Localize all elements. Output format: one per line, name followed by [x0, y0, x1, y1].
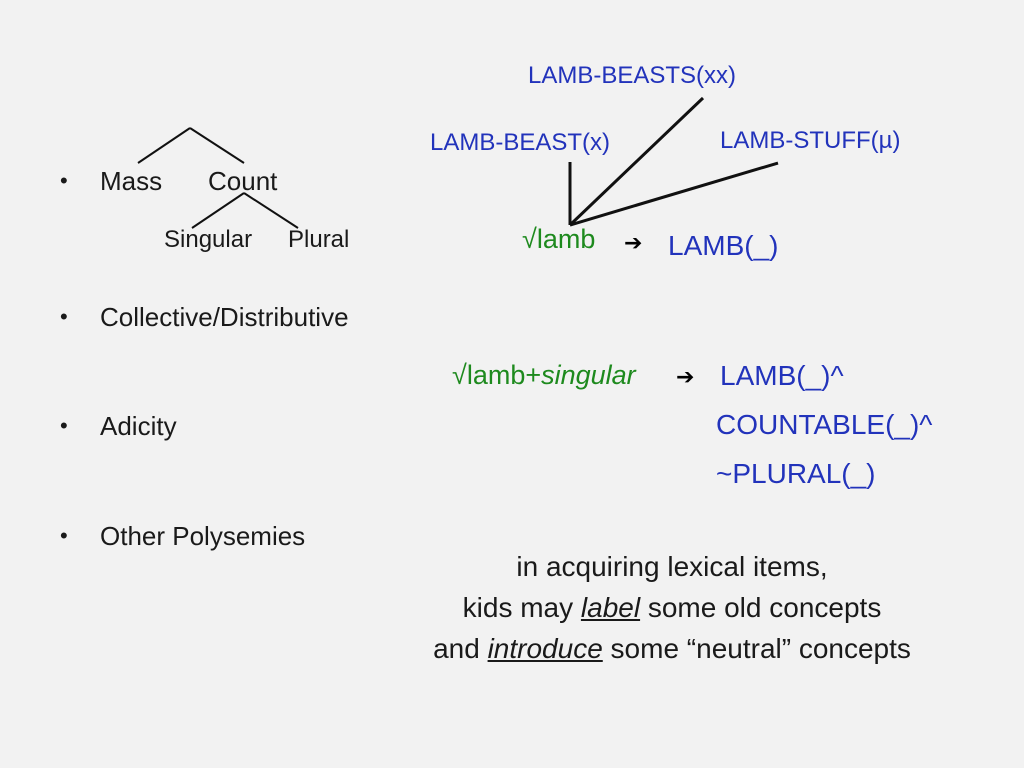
bullet-dot: • [60, 304, 68, 329]
line-to-lamb-stuff [569, 161, 779, 227]
singular-label: Singular [164, 226, 253, 253]
lamb-conjunct-label: LAMB(_)^ [720, 360, 844, 391]
count-label: Count [208, 166, 278, 196]
arrow-right-icon: ➔ [676, 364, 695, 389]
lamb-root-label: √lamb [522, 224, 596, 254]
lamb-result-label: LAMB(_) [668, 230, 779, 261]
note-line-2-c: some old concepts [640, 592, 882, 623]
singular-feature: singular [541, 360, 636, 390]
tree-line-mass [137, 127, 191, 164]
lamb-beasts-label: LAMB-BEASTS(xx) [528, 62, 737, 89]
note-line-3-a: and [433, 633, 488, 664]
lamb-stuff-label: LAMB-STUFF(µ) [720, 127, 901, 154]
note-line-2: kids may label some old concepts [372, 594, 972, 622]
bullet-dot: • [60, 413, 68, 438]
not-plural-conjunct-label: ~PLURAL(_) [716, 458, 876, 489]
tree-line-plural [243, 192, 299, 229]
tree-line-count [189, 127, 245, 164]
plural-label: Plural [288, 226, 350, 253]
bullet-dot: • [60, 168, 68, 193]
other-polysemies-label: Other Polysemies [100, 521, 306, 551]
lamb-singular-root: √lamb+singular [452, 362, 636, 389]
note-line-3: and introduce some “neutral” concepts [372, 635, 972, 663]
adicity-label: Adicity [100, 411, 177, 441]
lamb-beast-label: LAMB-BEAST(x) [430, 129, 611, 156]
tree-line-singular [191, 192, 245, 229]
arrow-right-icon: ➔ [624, 230, 643, 255]
introduce-emphasis: introduce [487, 633, 603, 664]
note-line-3-c: some “neutral” concepts [602, 633, 911, 664]
note-line-1: in acquiring lexical items, [516, 551, 828, 582]
label-emphasis: label [580, 592, 641, 623]
lamb-singular-root-text: √lamb+ [452, 360, 542, 390]
bullet-dot: • [60, 523, 68, 548]
mass-label: Mass [100, 166, 163, 196]
collective-label: Collective/Distributive [100, 302, 349, 332]
note-line-2-a: kids may [462, 592, 581, 623]
countable-conjunct-label: COUNTABLE(_)^ [716, 409, 933, 440]
line-to-lamb-beasts [568, 96, 705, 227]
